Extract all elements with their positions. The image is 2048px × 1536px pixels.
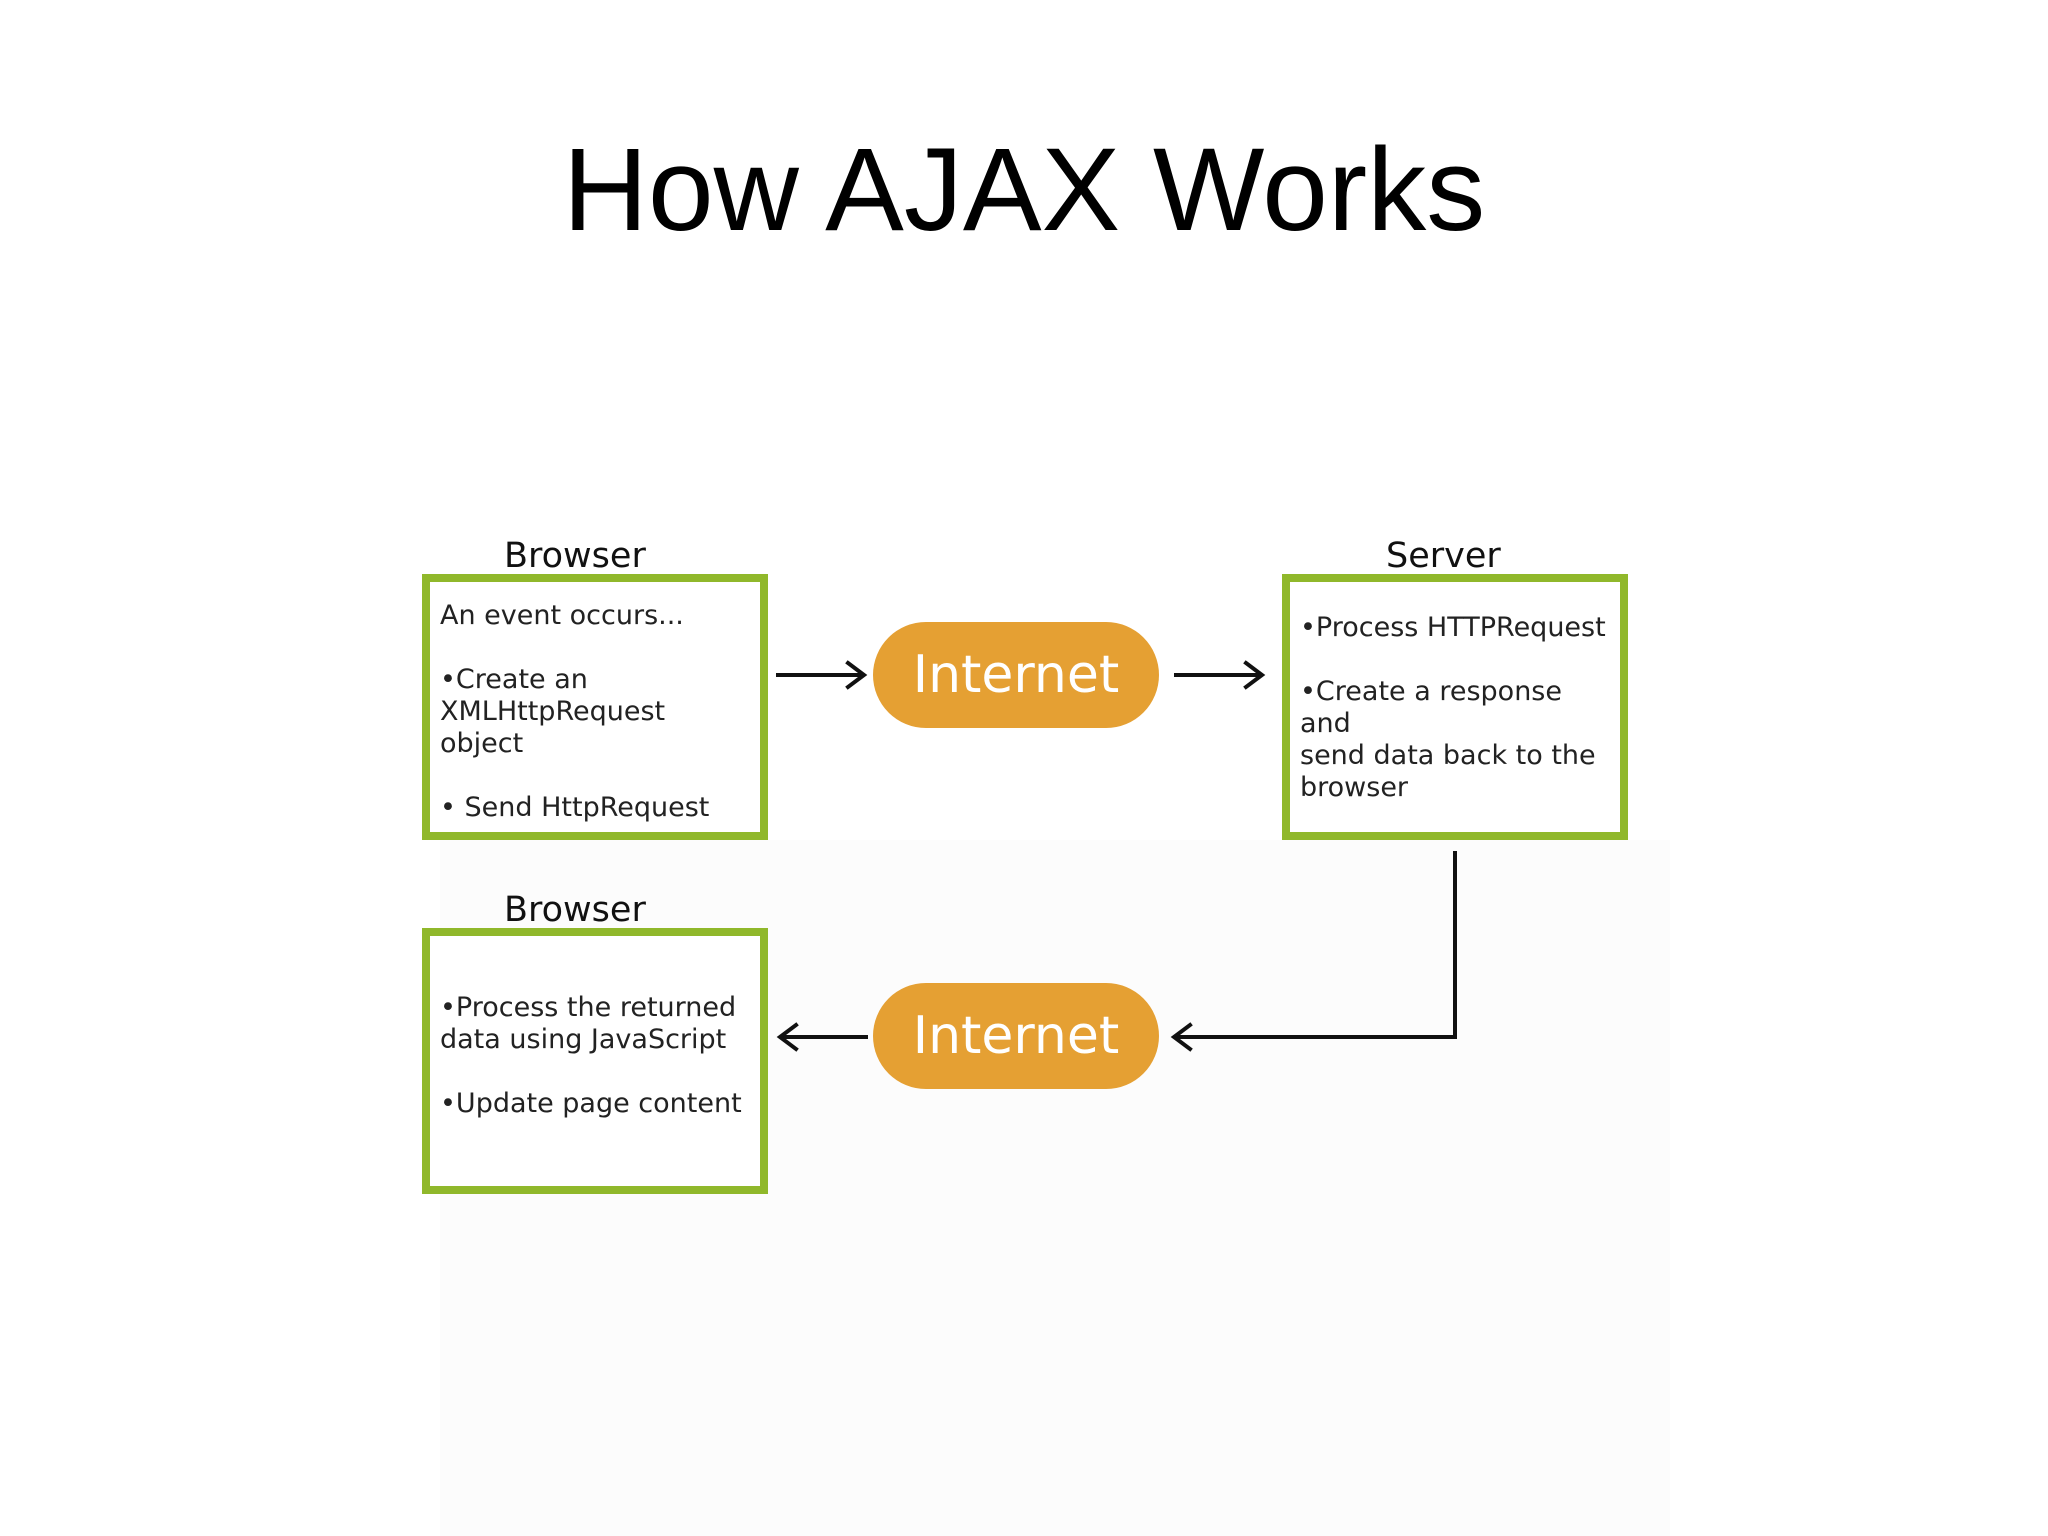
server-label: Server — [1386, 536, 1501, 576]
box-text-line: •Create a response and — [1300, 676, 1571, 739]
slide-title: How AJAX Works — [562, 124, 1486, 256]
box-text-line: data using JavaScript — [440, 1024, 727, 1055]
box-text-line: •Process the returned — [440, 992, 737, 1023]
arrow-internet-to-browser — [776, 1022, 868, 1052]
arrow-server-to-internet — [1170, 851, 1457, 1052]
box-text-line: •Update page content — [440, 1088, 742, 1119]
internet-pill-top: Internet — [873, 622, 1159, 728]
box-text-line: send data back to the — [1300, 740, 1596, 771]
arrow-internet-to-server — [1174, 660, 1266, 690]
box-text-line: browser — [1300, 772, 1409, 803]
browser-top-label: Browser — [504, 536, 646, 576]
server-text: •Process HTTPRequest •Create a response a… — [1300, 612, 1612, 804]
browser-bottom-label: Browser — [504, 890, 646, 930]
arrow-browser-to-internet — [776, 660, 868, 690]
box-text-line: •Process HTTPRequest — [1300, 612, 1606, 643]
box-text-line: • Send HttpRequest — [440, 792, 710, 823]
box-text-line: An event occurs... — [440, 600, 684, 631]
internet-pill-bottom: Internet — [873, 983, 1159, 1089]
server-box: •Process HTTPRequest •Create a response a… — [1282, 574, 1628, 840]
box-text-line: •Create an — [440, 664, 588, 695]
box-text-line: XMLHttpRequest object — [440, 696, 674, 759]
